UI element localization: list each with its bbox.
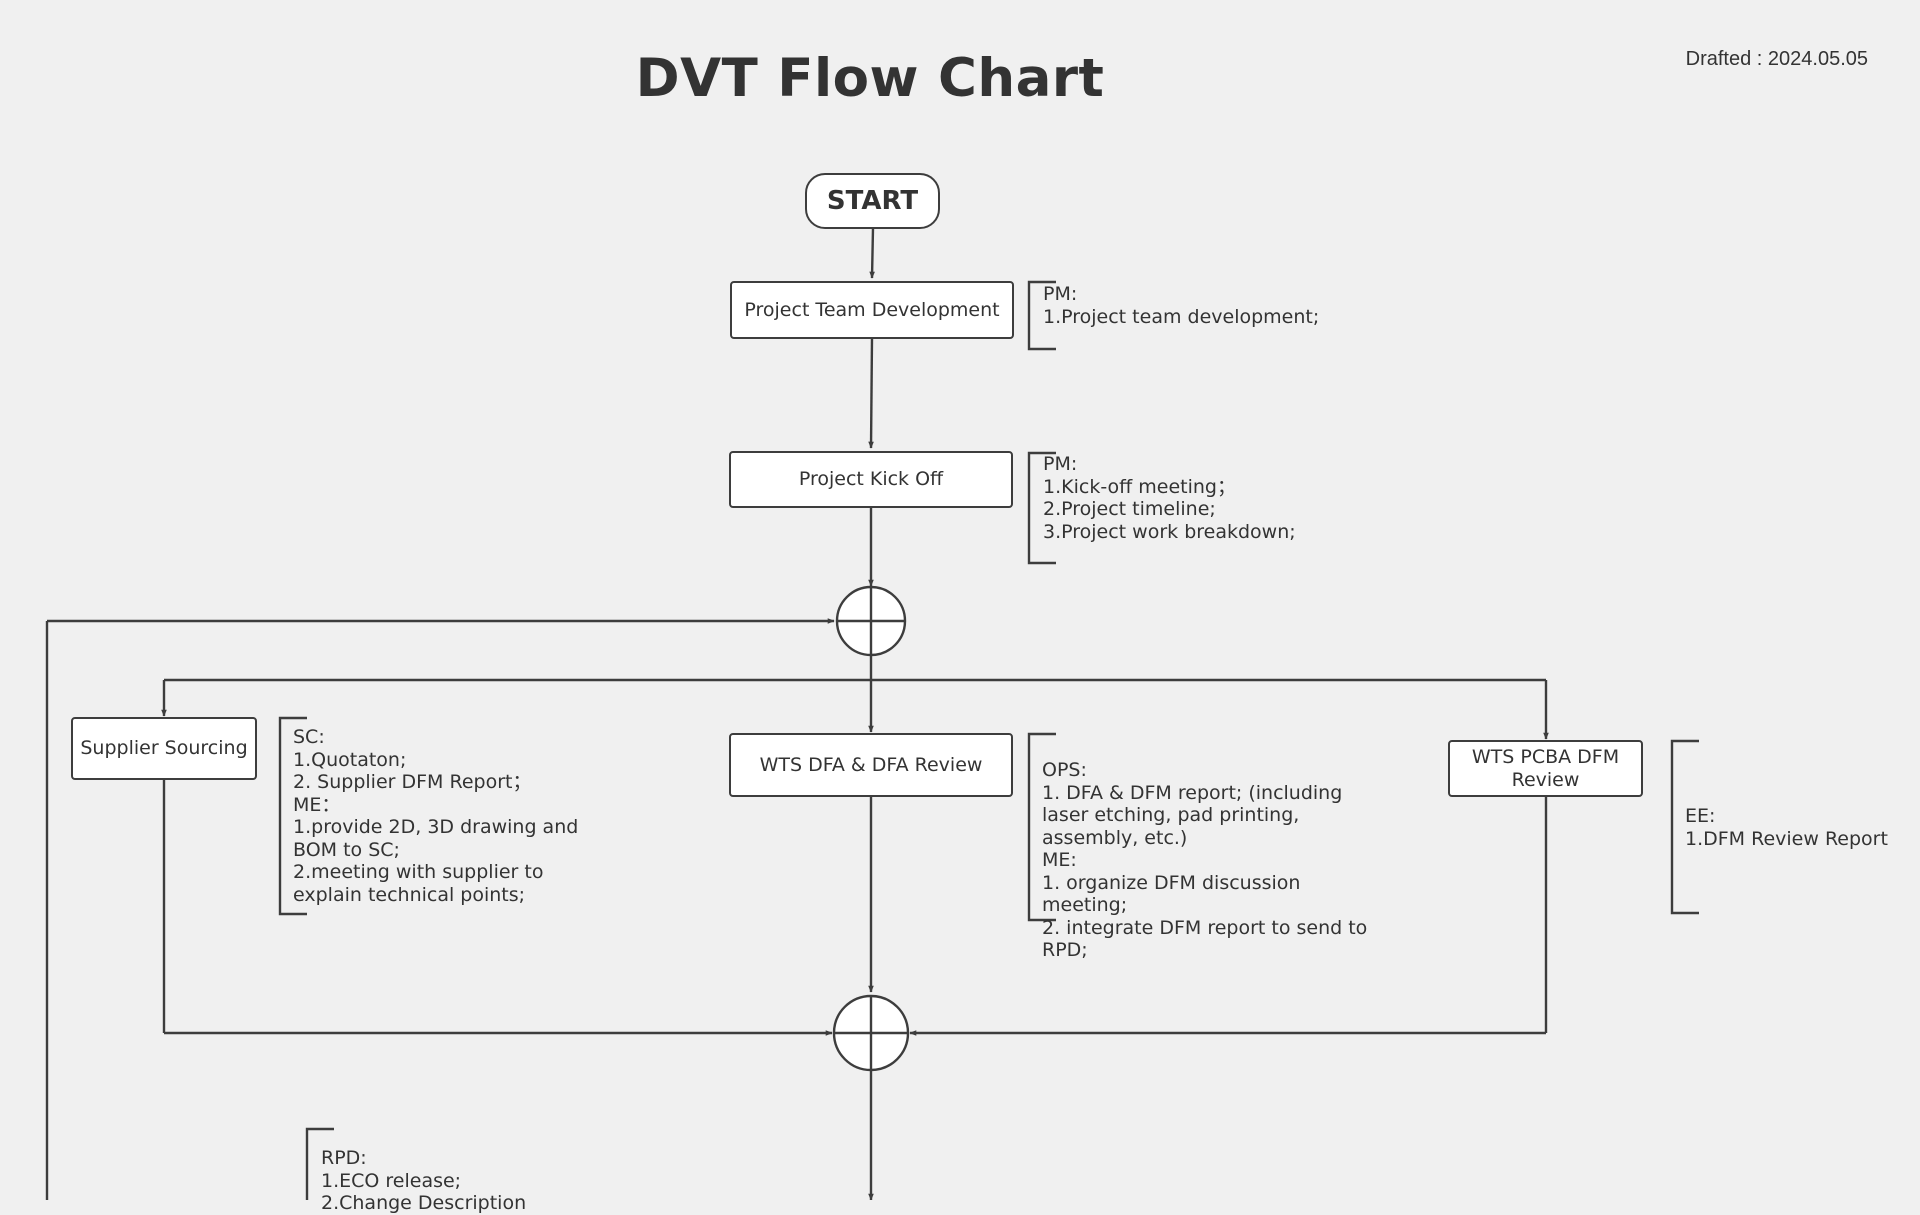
node-wts-pcba-dfm-review[interactable]: WTS PCBA DFM Review	[1448, 740, 1643, 797]
connector-start-team	[869, 227, 875, 279]
note-rpd: RPD: 1.ECO release; 2.Change Description	[321, 1147, 527, 1214]
bracket-wts-pcba	[1670, 739, 1699, 915]
connector-team-kickoff	[868, 337, 874, 449]
note-kick-off: PM: 1.Kick-off meeting； 2.Project timeli…	[1043, 453, 1296, 543]
node-start[interactable]: START	[805, 173, 940, 229]
node-supplier-sourcing[interactable]: Supplier Sourcing	[71, 717, 257, 780]
node-project-team-development[interactable]: Project Team Development	[730, 281, 1014, 339]
bracket-wts-dfa	[1027, 732, 1056, 922]
note-supplier: SC: 1.Quotaton; 2. Supplier DFM Report； …	[293, 726, 579, 906]
node-wts-dfa-review[interactable]: WTS DFA & DFA Review	[729, 733, 1013, 797]
note-wts-dfa: OPS: 1. DFA & DFM report; (including las…	[1042, 759, 1368, 961]
node-project-kick-off[interactable]: Project Kick Off	[729, 451, 1013, 508]
drafted-date: Drafted : 2024.05.05	[1685, 48, 1868, 70]
bracket-rpd	[305, 1127, 334, 1200]
note-team-dev: PM: 1.Project team development;	[1043, 283, 1320, 328]
bracket-supplier	[278, 716, 307, 916]
bracket-kick-off	[1027, 451, 1056, 565]
note-wts-pcba: EE: 1.DFM Review Report	[1685, 805, 1888, 850]
page-title: DVT Flow Chart	[635, 48, 1105, 109]
bracket-team-dev	[1027, 280, 1056, 351]
junction-circle-2	[832, 994, 910, 1072]
junction-circle-1	[835, 585, 907, 657]
